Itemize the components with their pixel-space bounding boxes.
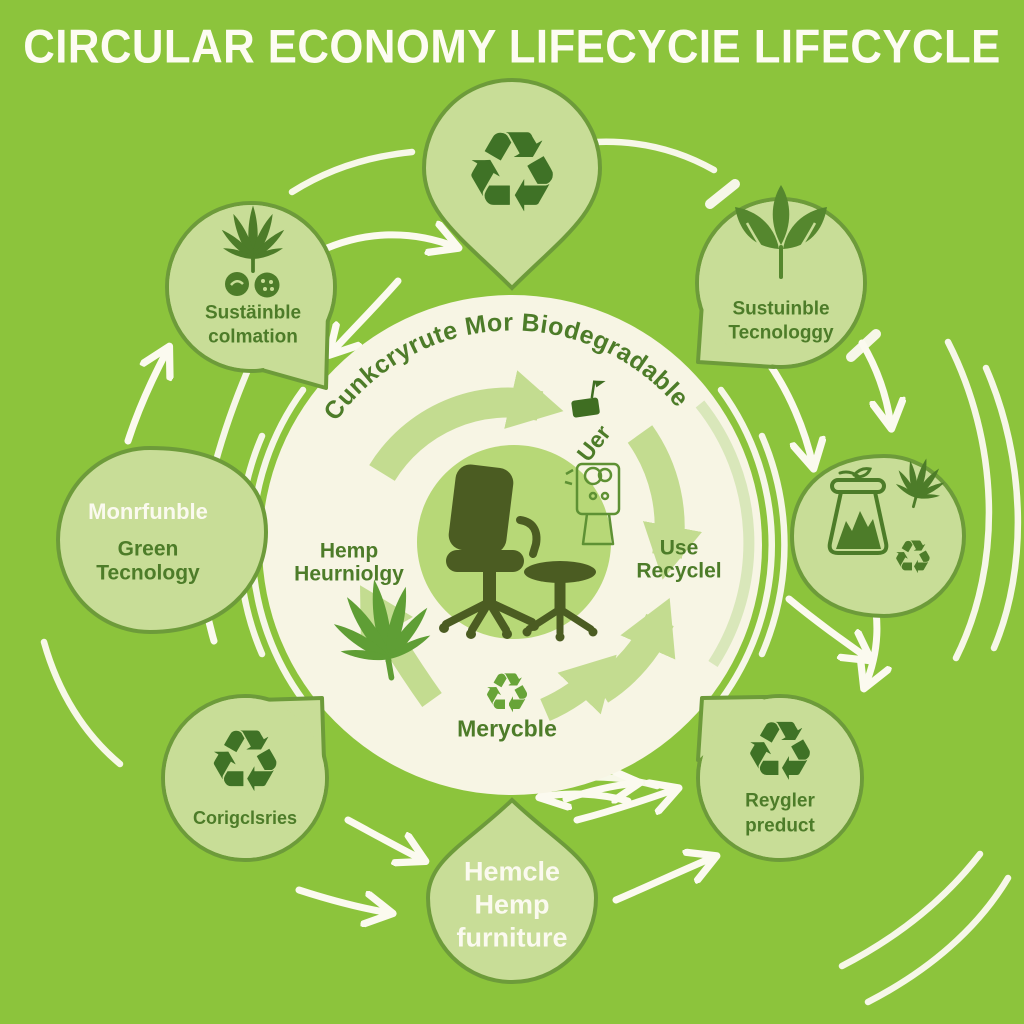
- recycle-icon: ♻: [892, 530, 933, 584]
- recycle-icon: ♻: [462, 108, 562, 238]
- node-bottom-label-line3: furniture: [456, 922, 568, 953]
- flag-box-icon: [571, 380, 606, 418]
- node-bottom-left-label: Corigclsries: [192, 808, 298, 828]
- node-bottom-label-line1: Hemcle: [463, 856, 561, 887]
- center-right-label-line1: Use: [659, 536, 699, 560]
- node-top: ♻: [421, 78, 603, 291]
- node-right: ♻: [789, 451, 966, 619]
- node-bottom-label-line2: Hemp: [474, 889, 550, 920]
- office-chair-icon: [439, 464, 541, 639]
- center-right-label-line2: Recyclel: [636, 559, 722, 583]
- node-left-label-line1: Green: [117, 537, 179, 561]
- node-top-left: [165, 201, 337, 390]
- node-bottom-right-label-line2: preduct: [745, 815, 815, 837]
- recycle-icon: ♻: [206, 712, 283, 812]
- recycle-icon: ♻: [743, 705, 817, 800]
- node-top-left-label-line1: Sustäinble: [204, 302, 302, 324]
- center-bottom-label: Merycble: [457, 715, 557, 742]
- node-bottom: [425, 797, 599, 984]
- center-cycle: Cunkcryrute Mor Biodegradable Uer: [262, 295, 762, 795]
- node-left-label-white: Monrfunble: [88, 499, 208, 524]
- coin-icons: [225, 272, 280, 298]
- node-bottom-right: ♻: [696, 694, 864, 862]
- page-title: CIRCULAR ECONOMY LIFECYCIE LIFECYCLE: [23, 19, 1001, 73]
- node-top-right-label-line1: Sustuinble: [732, 298, 830, 320]
- node-top-left-label-line2: colmation: [208, 326, 298, 348]
- flask-icon: [827, 467, 889, 555]
- stool-icon: [522, 561, 598, 642]
- node-top-right: [695, 185, 867, 369]
- center-left-label-line2: Heurniolgy: [294, 562, 404, 586]
- seedling-icon: [735, 185, 827, 279]
- node-left-label-line2: Tecnology: [96, 561, 200, 585]
- kiosk-device-icon: [564, 462, 621, 546]
- node-bottom-right-label-line1: Reygler: [745, 790, 815, 812]
- recycle-inner-arrowhead: [501, 682, 513, 693]
- node-bottom-left: ♻: [161, 694, 329, 862]
- center-left-label-line1: Hemp: [319, 539, 379, 563]
- node-left: [56, 445, 269, 635]
- inner-ring-arc: [695, 400, 755, 667]
- node-top-right-label-line2: Tecnologgy: [728, 322, 834, 344]
